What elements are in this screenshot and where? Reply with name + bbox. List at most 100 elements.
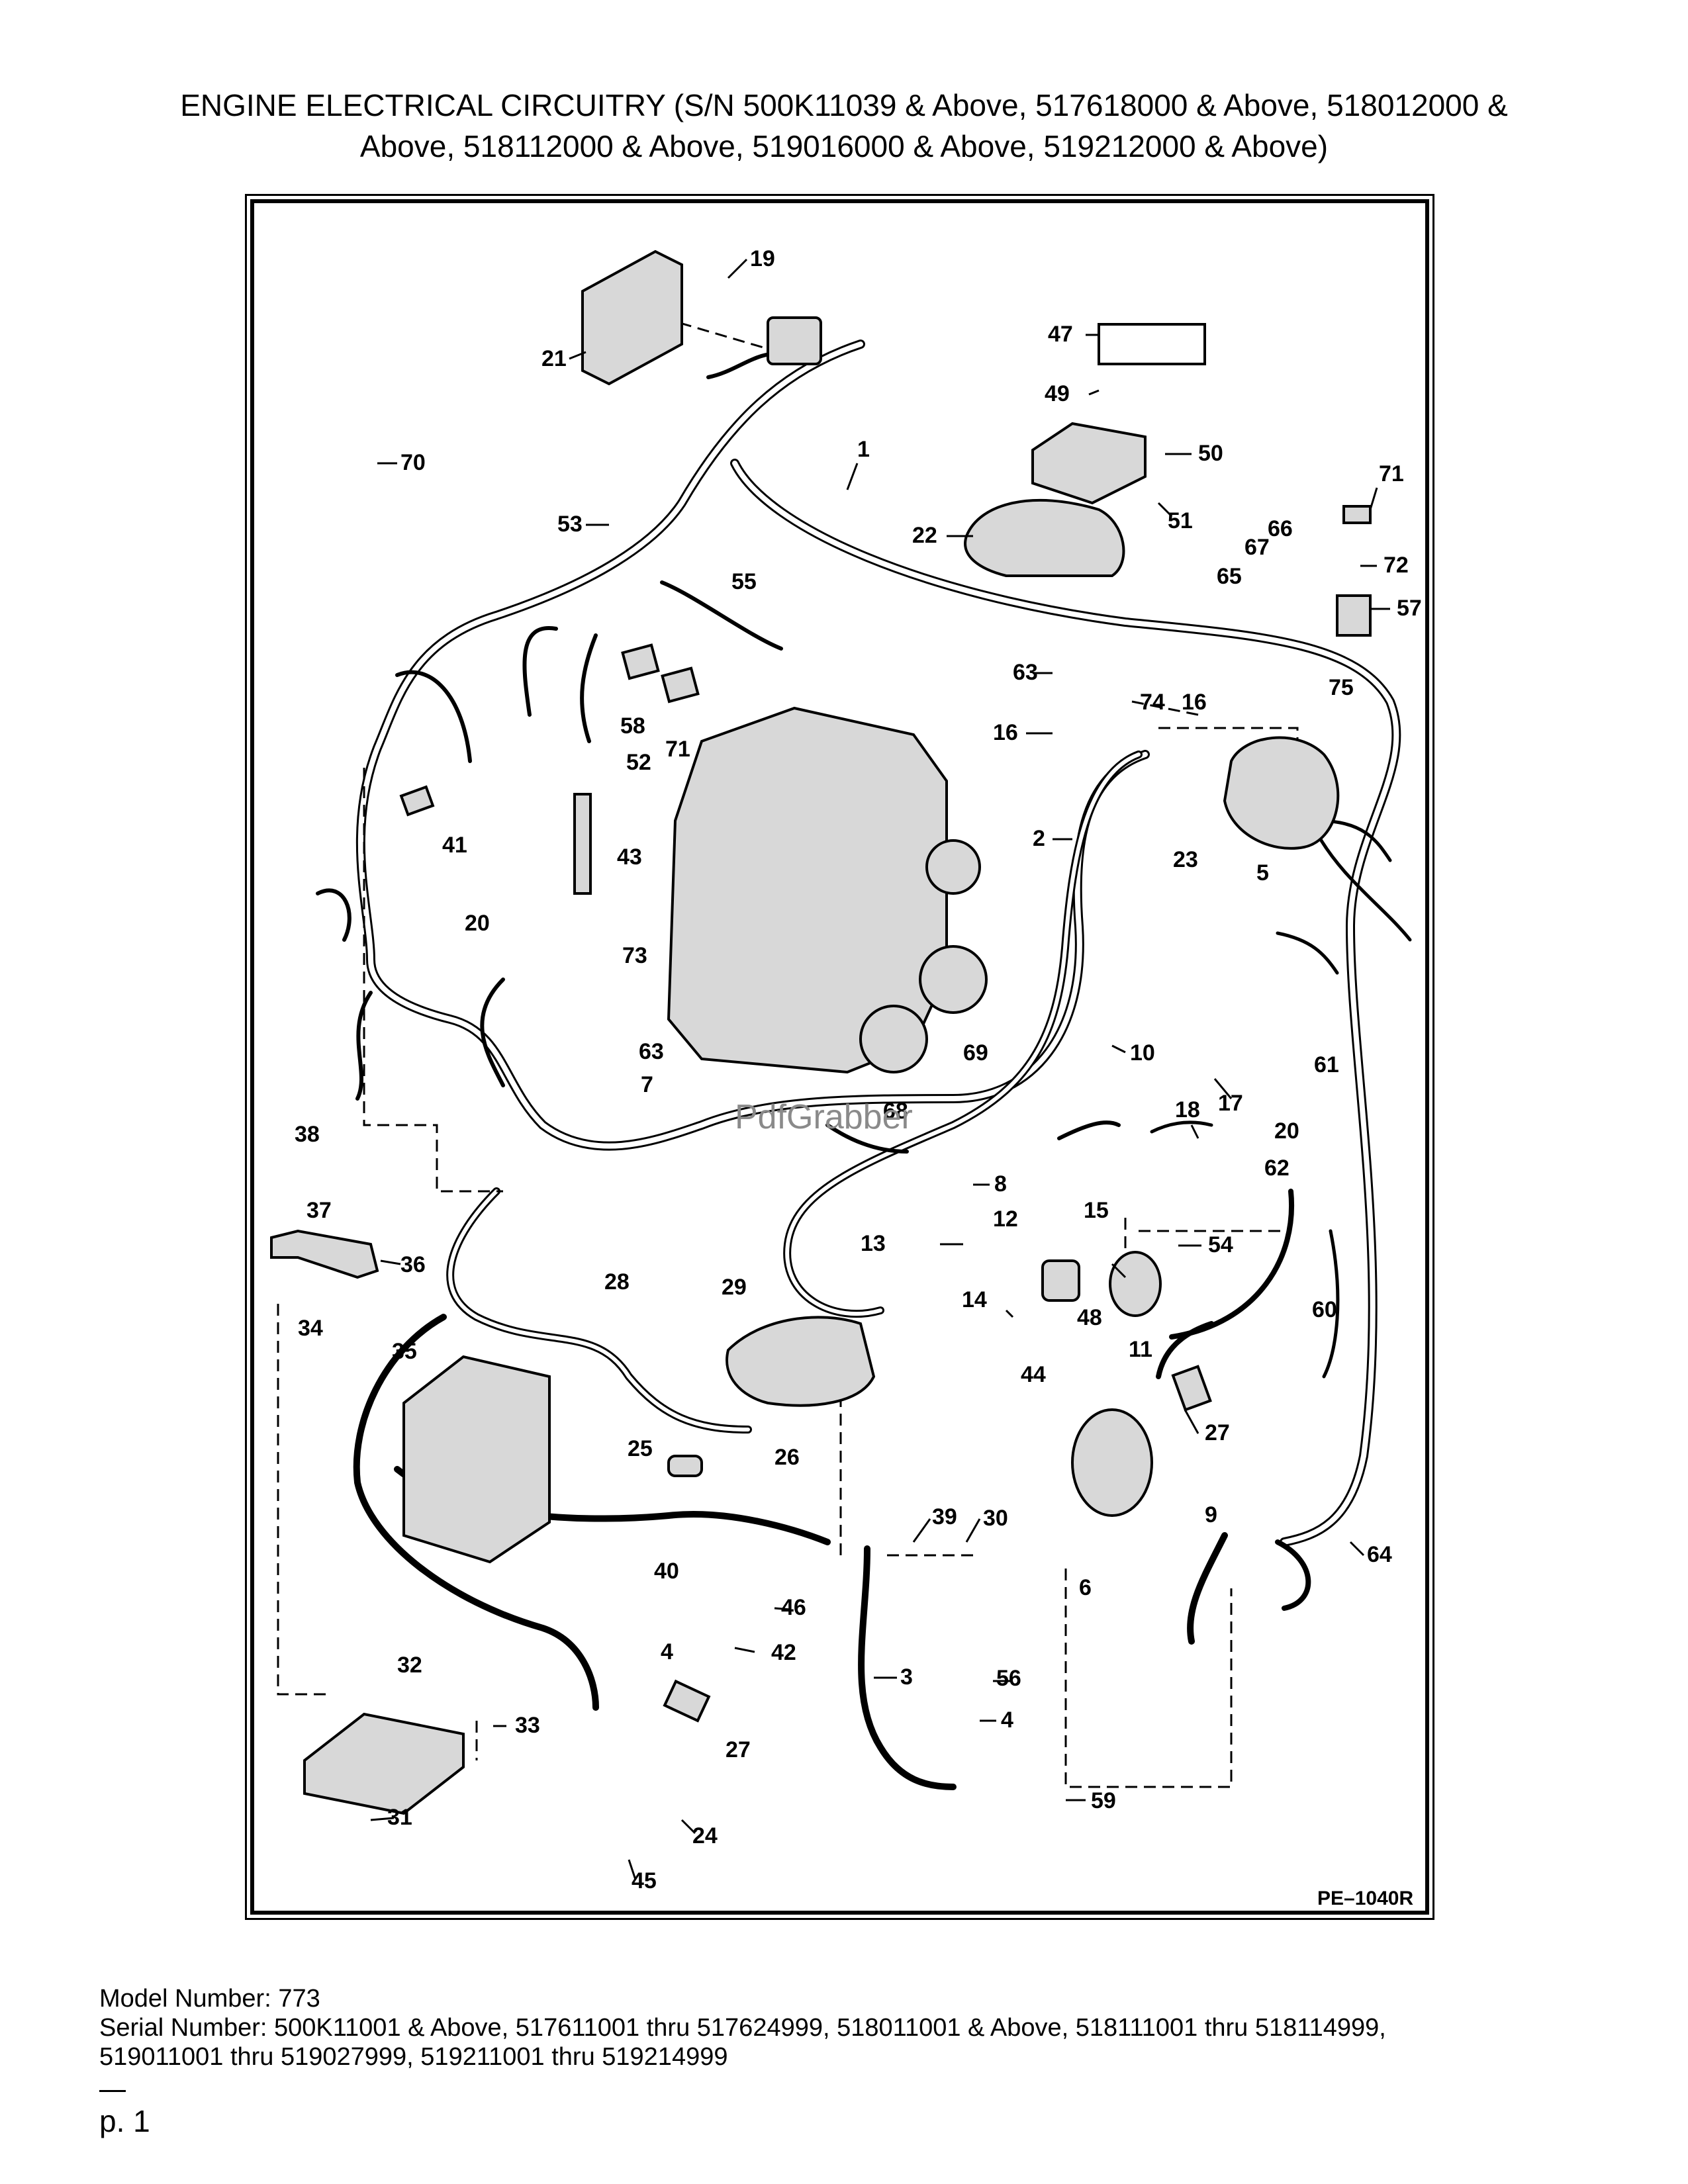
callout-11: 11 (1129, 1337, 1152, 1362)
callout-1: 1 (857, 437, 870, 462)
page-number: p. 1 (99, 2104, 150, 2138)
starter-motor-29 (726, 1316, 876, 1407)
callout-23: 23 (1173, 847, 1198, 872)
callout-42: 42 (771, 1640, 796, 1665)
callout-16a: 16 (1182, 690, 1207, 715)
callout-52: 52 (626, 750, 651, 775)
callout-75: 75 (1329, 675, 1354, 700)
callout-61: 61 (1314, 1052, 1339, 1077)
callout-26: 26 (774, 1445, 800, 1470)
callout-55: 55 (731, 569, 757, 594)
engine-pulley (859, 1005, 928, 1073)
callout-57: 57 (1397, 596, 1422, 621)
callout-62: 62 (1264, 1156, 1289, 1181)
callout-34: 34 (298, 1316, 323, 1341)
callout-39: 39 (932, 1504, 957, 1529)
callout-37: 37 (306, 1198, 332, 1223)
ecu-module-21 (581, 250, 683, 386)
callout-64: 64 (1367, 1542, 1392, 1567)
callout-16b: 16 (993, 720, 1018, 745)
battery-tray-32 (303, 1712, 465, 1815)
serial-number-line-2: 519011001 thru 519027999, 519211001 thru… (99, 2043, 728, 2071)
title-line-2: Above, 518112000 & Above, 519016000 & Ab… (359, 129, 1329, 163)
watermark: PdfGrabber (735, 1098, 913, 1136)
callout-69: 69 (963, 1040, 988, 1066)
callout-36: 36 (400, 1252, 426, 1277)
callout-19: 19 (750, 246, 775, 271)
callout-41: 41 (442, 833, 467, 858)
callout-35: 35 (392, 1339, 417, 1364)
sender-43 (573, 793, 592, 895)
decal-47 (1098, 323, 1206, 365)
callout-46: 46 (781, 1595, 806, 1620)
callout-33: 33 (515, 1713, 540, 1738)
callout-32: 32 (397, 1653, 422, 1678)
document-footer: Model Number: 773 Serial Number: 500K110… (99, 1984, 1386, 2071)
callout-30: 30 (983, 1506, 1008, 1531)
title-line-1: ENGINE ELECTRICAL CIRCUITRY (S/N 500K110… (180, 88, 1508, 122)
callout-51: 51 (1168, 508, 1193, 533)
callout-22: 22 (912, 523, 937, 548)
callout-74: 74 (1140, 690, 1165, 715)
callout-4b: 4 (1001, 1707, 1013, 1733)
fuse-box-50 (1031, 422, 1147, 505)
callout-10: 10 (1130, 1040, 1155, 1066)
callout-5: 5 (1256, 860, 1269, 886)
callout-66: 66 (1268, 516, 1293, 541)
callout-12: 12 (993, 1206, 1018, 1232)
page-divider (99, 2090, 126, 2092)
callout-48: 48 (1077, 1305, 1102, 1330)
callout-27b: 27 (726, 1737, 751, 1762)
solenoid-11 (1109, 1251, 1162, 1317)
callout-28: 28 (604, 1269, 630, 1295)
callout-73: 73 (622, 943, 647, 968)
callout-29: 29 (722, 1275, 747, 1300)
callout-9: 9 (1205, 1502, 1217, 1527)
callout-56: 56 (996, 1666, 1021, 1691)
callout-50: 50 (1198, 441, 1223, 466)
callout-65: 65 (1217, 564, 1242, 589)
callout-60: 60 (1312, 1297, 1337, 1322)
fuel-filter-9 (1071, 1408, 1153, 1517)
figure-reference: PE–1040R (1317, 1888, 1413, 1909)
battery-cable-40 (353, 1314, 599, 1711)
bracket-36 (270, 1229, 379, 1279)
callout-44: 44 (1021, 1362, 1046, 1387)
battery-35 (402, 1355, 551, 1564)
serial-number-line-1: Serial Number: 500K11001 & Above, 517611… (99, 2014, 1386, 2042)
callout-38: 38 (295, 1122, 320, 1147)
callout-71b: 71 (665, 737, 690, 762)
callout-40: 40 (654, 1559, 679, 1584)
callout-43: 43 (617, 844, 642, 870)
ecu-connector (767, 316, 822, 365)
callout-3: 3 (900, 1664, 913, 1690)
callout-59: 59 (1091, 1788, 1116, 1813)
callout-14: 14 (962, 1287, 987, 1312)
callout-67: 67 (1244, 535, 1270, 560)
callout-17: 17 (1218, 1091, 1243, 1116)
callout-2: 2 (1033, 826, 1045, 851)
callout-4a: 4 (661, 1639, 673, 1664)
callout-53: 53 (557, 512, 583, 537)
callout-71: 71 (1379, 461, 1404, 486)
callout-27a: 27 (1205, 1420, 1230, 1445)
callout-13: 13 (861, 1231, 886, 1256)
callout-63b: 63 (639, 1039, 664, 1064)
callout-20b: 20 (1274, 1118, 1299, 1144)
callout-24: 24 (692, 1823, 718, 1848)
document-title: ENGINE ELECTRICAL CIRCUITRY (S/N 500K110… (99, 85, 1589, 167)
callout-6: 6 (1079, 1575, 1092, 1600)
callout-72: 72 (1383, 553, 1409, 578)
callout-15: 15 (1084, 1198, 1109, 1223)
callout-70: 70 (400, 450, 426, 475)
relay-housing-22 (964, 498, 1125, 577)
callout-18: 18 (1175, 1097, 1200, 1122)
model-number: Model Number: 773 (99, 1985, 320, 2013)
callout-54: 54 (1208, 1232, 1233, 1257)
alternator-5 (1223, 736, 1340, 850)
callout-21: 21 (541, 346, 567, 371)
callout-47: 47 (1048, 322, 1073, 347)
callout-68: 68 (883, 1099, 908, 1124)
callout-58: 58 (620, 713, 645, 739)
